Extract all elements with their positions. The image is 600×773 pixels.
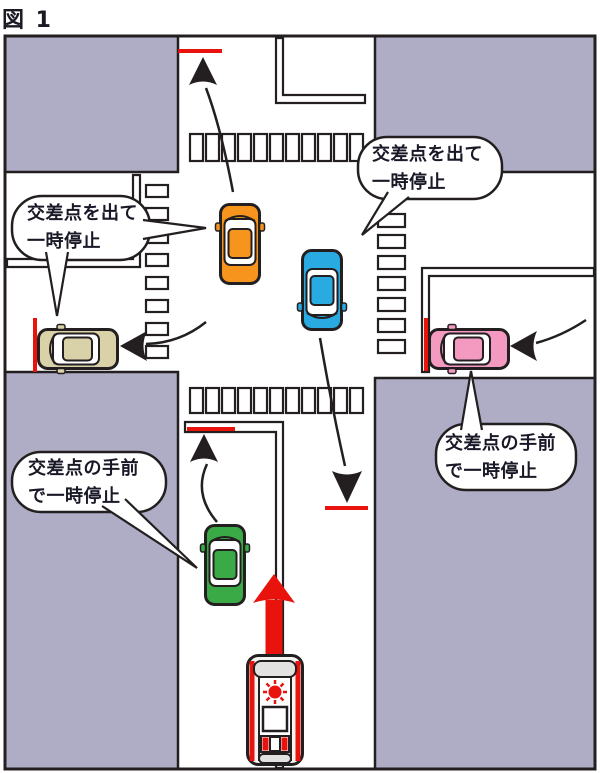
beige-car bbox=[37, 323, 119, 375]
callout-before-left-text: 交差点の手前 で一時停止 bbox=[28, 455, 139, 511]
callout-line: 交差点の手前 bbox=[445, 433, 556, 454]
left-arrow-icon-pink-car bbox=[510, 318, 587, 361]
crosswalk-bottom bbox=[188, 386, 365, 415]
left-arrow-icon-beige-car bbox=[120, 321, 207, 361]
diagram-frame bbox=[3, 34, 597, 771]
building-block-top-left bbox=[3, 34, 180, 174]
callout-line: 交差点を出て bbox=[27, 203, 138, 224]
callout-exit-left bbox=[10, 194, 207, 317]
pink-car bbox=[428, 323, 510, 375]
lane-line-top-road bbox=[274, 36, 367, 105]
callout-line: 交差点を出て bbox=[372, 144, 483, 165]
figure-title: 図 1 bbox=[2, 8, 53, 33]
orange-car bbox=[214, 203, 266, 285]
callout-before-right bbox=[434, 370, 578, 492]
crosswalk-top bbox=[188, 132, 365, 163]
callout-before-left bbox=[10, 450, 198, 569]
building-block-bottom-left bbox=[3, 370, 180, 771]
callout-line: で一時停止 bbox=[445, 461, 538, 482]
crosswalk-left bbox=[144, 183, 170, 360]
callout-line: 一時停止 bbox=[372, 172, 446, 193]
callout-before-right-text: 交差点の手前 で一時停止 bbox=[445, 430, 556, 486]
up-arrow-icon-top bbox=[189, 57, 235, 193]
emergency-beacon-icon bbox=[263, 680, 287, 704]
down-arrow-icon-blue-car bbox=[318, 337, 362, 503]
callout-exit-right bbox=[356, 135, 504, 236]
callout-exit-right-text: 交差点を出て 一時停止 bbox=[372, 141, 483, 197]
green-car bbox=[199, 524, 251, 606]
callout-line: 交差点の手前 bbox=[28, 458, 139, 479]
lane-line-left-road bbox=[5, 173, 142, 269]
emergency-vehicle bbox=[246, 654, 304, 766]
up-arrow-icon-green-car bbox=[190, 434, 218, 523]
callout-line: 一時停止 bbox=[27, 231, 101, 252]
lane-line-bottom-road bbox=[183, 420, 285, 770]
crosswalk-right bbox=[376, 212, 407, 355]
callout-line: で一時停止 bbox=[28, 486, 121, 507]
blue-car bbox=[296, 249, 348, 331]
lane-line-right-road bbox=[420, 266, 596, 374]
emergency-direction-arrow bbox=[253, 574, 295, 655]
callout-exit-left-text: 交差点を出て 一時停止 bbox=[27, 200, 138, 256]
